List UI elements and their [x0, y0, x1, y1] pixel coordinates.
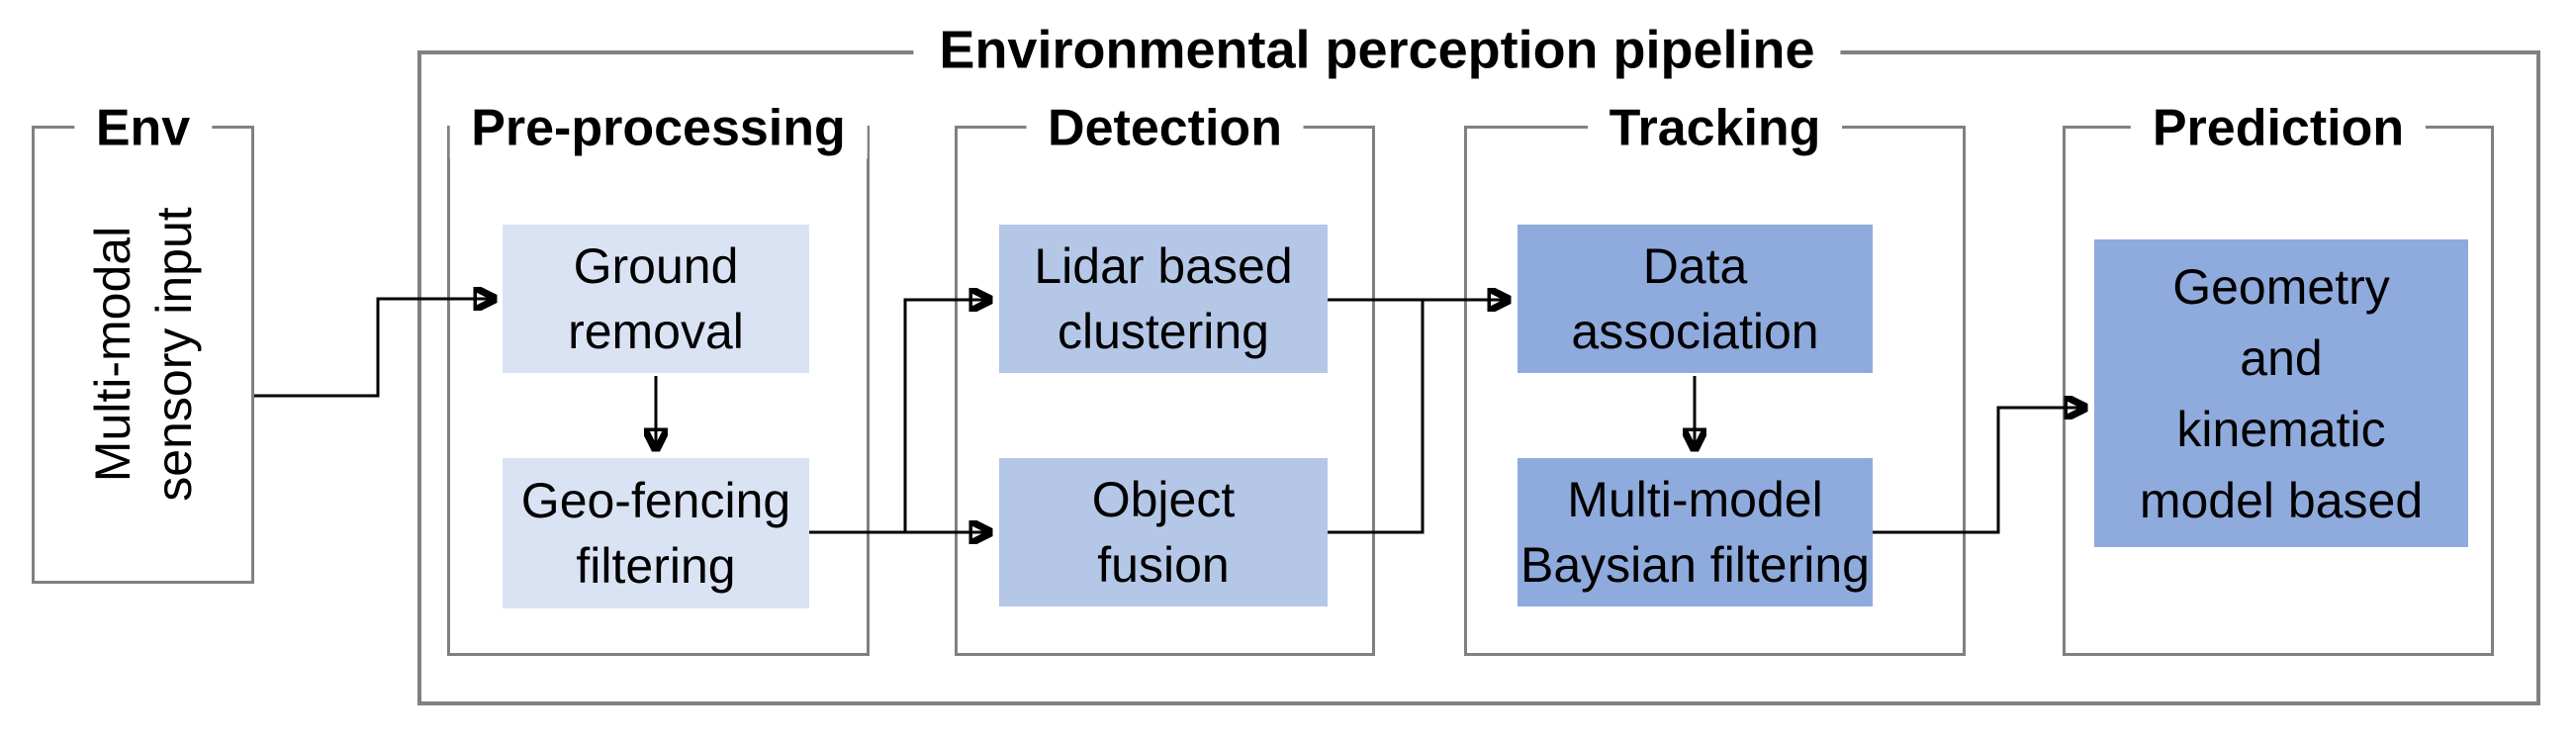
stage-title-detection: Detection [1026, 98, 1304, 159]
node-text-line: Baysian filtering [1520, 537, 1870, 593]
node-text-line: kinematic [2176, 401, 2386, 457]
node-text-line: fusion [1097, 537, 1230, 593]
node-text-line: model based [2139, 472, 2424, 528]
node-text-line: and [2240, 329, 2323, 386]
node-baysian-filtering: Multi-model Baysian filtering [1518, 458, 1873, 606]
env-title: Env [73, 98, 213, 159]
node-data-association: Data association [1518, 225, 1873, 373]
node-ground-removal: Ground removal [503, 225, 809, 373]
node-text-line: Data [1642, 238, 1748, 294]
node-text-line: Geometry [2172, 258, 2390, 315]
pipeline-title: Environmental perception pipeline [913, 19, 1841, 82]
node-text-line: Ground [573, 238, 739, 294]
node-text-line: association [1571, 304, 1819, 359]
stage-prediction: Prediction [2063, 98, 2494, 656]
node-text-line: Object [1091, 472, 1236, 527]
node-text-line: clustering [1058, 304, 1269, 359]
node-object-fusion: Object fusion [999, 458, 1328, 606]
node-text-line: filtering [576, 538, 736, 594]
env-input-label: Multi-modal sensory input [82, 207, 205, 501]
node-lidar-clustering: Lidar based clustering [999, 225, 1328, 373]
node-text-line: Multi-model [1567, 472, 1823, 527]
env-group-box: Env [32, 98, 254, 584]
node-text-line: removal [568, 304, 744, 359]
node-geometry-kinematic: Geometry and kinematic model based [2094, 239, 2468, 547]
stage-tracking: Tracking [1464, 98, 1966, 656]
node-text-line: Lidar based [1034, 238, 1293, 294]
stage-title-tracking: Tracking [1587, 98, 1843, 159]
env-label-line: sensory input [146, 207, 202, 502]
env-label-line: Multi-modal [85, 226, 140, 483]
stage-title-prediction: Prediction [2130, 98, 2427, 159]
stage-title-preprocessing: Pre-processing [449, 98, 868, 159]
stage-preprocessing: Pre-processing [447, 98, 870, 656]
node-geo-fencing-filtering: Geo-fencing filtering [503, 458, 809, 608]
node-text-line: Geo-fencing [520, 473, 791, 528]
